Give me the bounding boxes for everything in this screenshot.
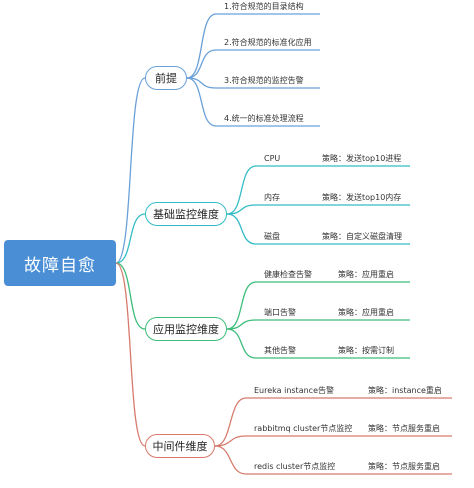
leaf-connector — [214, 435, 247, 447]
leaf-label[interactable]: redis cluster节点监控 — [254, 462, 336, 471]
leaf-label[interactable]: 2.符合规范的标准化应用 — [224, 38, 312, 47]
leaf-policy[interactable]: 策略：自定义磁盘清理 — [322, 232, 402, 241]
leaf-label[interactable]: 磁盘 — [264, 232, 280, 241]
branch-connector — [115, 262, 146, 330]
leaf-label[interactable]: 1.符合规范的目录结构 — [224, 2, 304, 11]
leaf-policy[interactable]: 策略：instance重启 — [368, 386, 442, 395]
leaf-connector — [214, 397, 247, 447]
leaf-policy[interactable]: 策略：按需订制 — [338, 346, 394, 355]
leaf-connector — [186, 77, 217, 127]
leaf-label[interactable]: 端口告警 — [264, 308, 296, 317]
leaf-label[interactable]: CPU — [264, 154, 281, 163]
branch-connector — [115, 77, 146, 264]
leaf-connector — [226, 281, 257, 330]
branch-node-2[interactable]: 基础监控维度 — [145, 202, 227, 226]
branch-node-3[interactable]: 应用监控维度 — [145, 317, 227, 341]
leaf-connector — [226, 319, 257, 330]
leaf-policy[interactable]: 策略：发送top10内存 — [322, 193, 402, 202]
leaf-connector — [226, 165, 257, 215]
leaf-label[interactable]: 其他告警 — [264, 346, 296, 355]
leaf-connector — [186, 49, 217, 79]
leaf-policy[interactable]: 策略：发送top10进程 — [322, 154, 402, 163]
leaf-label[interactable]: 4.统一的标准处理流程 — [224, 114, 304, 123]
leaf-policy[interactable]: 策略：应用重启 — [338, 308, 394, 317]
branch-node-1[interactable]: 前提 — [145, 66, 187, 90]
leaf-connector — [186, 13, 217, 79]
leaf-connector — [214, 445, 247, 475]
branch-connector — [115, 213, 146, 264]
leaf-policy[interactable]: 策略：节点服务重启 — [368, 424, 440, 433]
leaf-label[interactable]: Eureka instance告警 — [254, 386, 334, 395]
leaf-connector — [226, 213, 257, 245]
leaf-label[interactable]: 3.符合规范的监控告警 — [224, 76, 304, 85]
leaf-connector — [226, 204, 257, 215]
leaf-policy[interactable]: 策略：应用重启 — [338, 270, 394, 279]
leaf-label[interactable]: 健康检查告警 — [264, 270, 312, 279]
leaf-connector — [226, 328, 257, 359]
root-node[interactable]: 故障自愈 — [4, 240, 116, 286]
branch-connector — [115, 262, 146, 447]
leaf-label[interactable]: 内存 — [264, 193, 280, 202]
leaf-label[interactable]: rabbitmq cluster节点监控 — [254, 424, 353, 433]
branch-node-4[interactable]: 中间件维度 — [145, 434, 215, 458]
leaf-policy[interactable]: 策略：节点服务重启 — [368, 462, 440, 471]
